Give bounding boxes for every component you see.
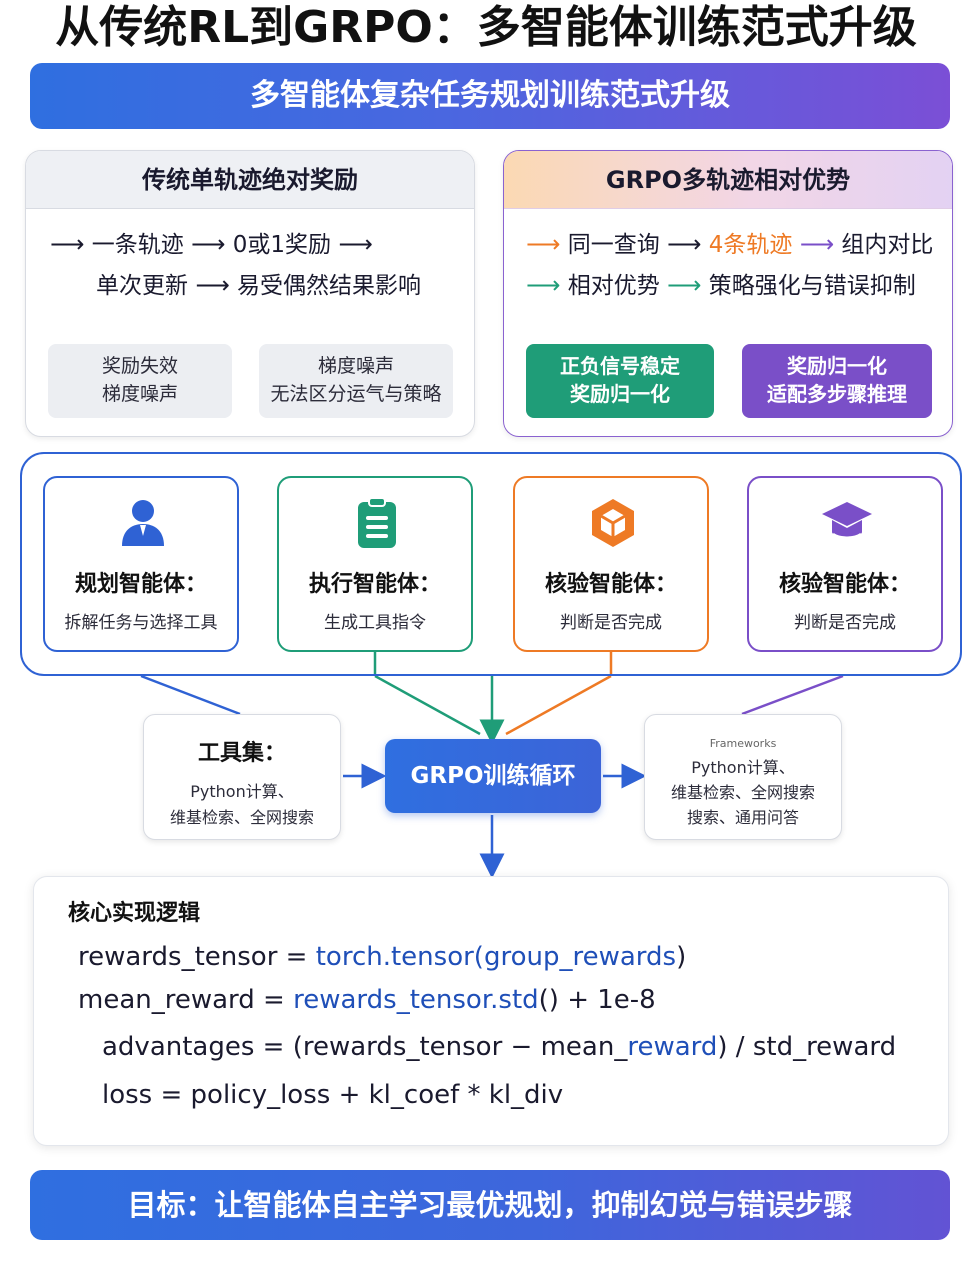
agent-title: 执行智能体： [308, 572, 441, 597]
flow-step: 0或1奖励 [232, 232, 332, 258]
benefit-line: 适配多步骤推理 [767, 382, 907, 406]
frameworks-line: 搜索、通用问答 [686, 808, 799, 827]
flow-step: 相对优势 [567, 273, 660, 299]
tools-title: 工具集： [197, 741, 286, 766]
code-line-1: rewards_tensor = torch.tensor(group_rewa… [78, 940, 686, 974]
frameworks-caption: Frameworks [709, 737, 777, 750]
frameworks-list: Python计算、 维基检索、全网搜索 搜索、通用问答 [645, 755, 841, 830]
code-line-4: loss = policy_loss + kl_coef * kl_div [102, 1080, 564, 1110]
agent-desc: 判断是否完成 [794, 613, 896, 633]
tools-line: 维基检索、全网搜索 [169, 808, 314, 827]
tools-list: Python计算、 维基检索、全网搜索 [144, 779, 340, 831]
frameworks-box: Frameworks Python计算、 维基检索、全网搜索 搜索、通用问答 [644, 714, 842, 840]
user-icon [122, 500, 164, 546]
code-heading: 核心实现逻辑 [68, 901, 201, 926]
grpo-training-loop-box: GRPO训练循环 [385, 739, 601, 813]
page-title: 从传统RL到GRPO：多智能体训练范式升级 [55, 2, 917, 53]
code-text: mean_reward = [78, 985, 294, 1015]
flow-step: 同一查询 [567, 232, 660, 258]
arrow-right-icon: ⟶ [526, 271, 561, 299]
code-text: ) [676, 942, 687, 972]
flow-step: 一条轨迹 [91, 232, 184, 258]
clipboard-icon [358, 497, 396, 548]
flow-step: 策略强化与错误抑制 [708, 273, 916, 299]
issue-box-gradient-noise: 梯度噪声 无法区分运气与策略 [259, 344, 453, 418]
code-text: advantages = (rewards_tensor − mean_ [102, 1032, 628, 1062]
traditional-flow-line-1: ⟶ 一条轨迹 ⟶ 0或1奖励 ⟶ [50, 229, 373, 260]
code-highlight: torch.tensor(group_rewards [315, 942, 677, 972]
traditional-panel: 传统单轨迹绝对奖励 ⟶ 一条轨迹 ⟶ 0或1奖励 ⟶ 单次更新 ⟶ 易受偶然结果… [25, 150, 475, 437]
code-text: () + 1e-8 [538, 985, 656, 1015]
issue-line: 梯度噪声 [101, 383, 178, 405]
grpo-panel: GRPO多轨迹相对优势 ⟶ 同一查询 ⟶ 4条轨迹 ⟶ 组内对比 ⟶ 相对优势 … [503, 150, 953, 437]
arrow-right-icon: ⟶ [338, 230, 373, 258]
hexagon-box-icon [592, 499, 634, 547]
arrow-right-icon: ⟶ [667, 230, 702, 258]
agent-title: 核验智能体： [778, 572, 911, 597]
agents-frame [20, 452, 962, 676]
flow-step: 组内对比 [841, 232, 934, 258]
agent-desc: 判断是否完成 [560, 613, 662, 633]
issue-line: 梯度噪声 [317, 355, 394, 377]
grpo-flow-line-2: ⟶ 相对优势 ⟶ 策略强化与错误抑制 [526, 270, 916, 301]
flow-step: 单次更新 [96, 273, 188, 299]
arrow-right-icon: ⟶ [191, 230, 226, 258]
agent-title: 核验智能体： [544, 572, 677, 597]
code-panel [33, 876, 949, 1146]
traditional-panel-header: 传统单轨迹绝对奖励 [26, 151, 474, 209]
code-highlight: reward [627, 1032, 718, 1062]
code-line-2: mean_reward = rewards_tensor.std() + 1e-… [78, 983, 656, 1017]
traditional-flow-line-2: 单次更新 ⟶ 易受偶然结果影响 [96, 270, 421, 301]
code-text: rewards_tensor = [78, 942, 316, 972]
code-text: ) / std_reward [717, 1032, 897, 1062]
arrow-right-icon: ⟶ [195, 271, 230, 299]
agent-desc: 生成工具指令 [324, 613, 426, 633]
agent-card-verifier-2: 核验智能体： 判断是否完成 [747, 476, 943, 652]
code-highlight: rewards_tensor.std [293, 985, 539, 1015]
flow-step: 易受偶然结果影响 [237, 273, 422, 299]
agent-desc: 拆解任务与选择工具 [64, 613, 218, 633]
flow-step-highlight: 4条轨迹 [708, 232, 793, 258]
frameworks-line: Python计算、 [691, 758, 795, 777]
arrow-right-icon: ⟶ [50, 230, 85, 258]
benefit-line: 奖励归一化 [570, 382, 670, 406]
benefit-line: 正负信号稳定 [560, 354, 680, 378]
top-banner: 多智能体复杂任务规划训练范式升级 [30, 63, 950, 129]
agent-card-verifier: 核验智能体： 判断是否完成 [513, 476, 709, 652]
arrow-right-icon: ⟶ [667, 271, 702, 299]
arrow-right-icon: ⟶ [526, 230, 561, 258]
tools-box: 工具集： Python计算、 维基检索、全网搜索 [143, 714, 341, 840]
issue-box-reward-failure: 奖励失效 梯度噪声 [48, 344, 232, 418]
frameworks-line: 维基检索、全网搜索 [670, 783, 815, 802]
grpo-panel-header: GRPO多轨迹相对优势 [504, 151, 952, 209]
benefit-box-normalization: 奖励归一化 适配多步骤推理 [742, 344, 932, 418]
benefit-box-stable-signal: 正负信号稳定 奖励归一化 [526, 344, 714, 418]
arrow-right-icon: ⟶ [799, 230, 835, 258]
tools-line: Python计算、 [190, 782, 294, 801]
graduation-cap-icon [822, 502, 872, 539]
issue-line: 无法区分运气与策略 [270, 383, 442, 405]
goal-banner: 目标：让智能体自主学习最优规划，抑制幻觉与错误步骤 [30, 1170, 950, 1240]
code-line-3: advantages = (rewards_tensor − mean_rewa… [102, 1030, 896, 1064]
issue-line: 奖励失效 [101, 355, 178, 377]
agent-card-executor: 执行智能体： 生成工具指令 [277, 476, 473, 652]
agent-card-planner: 规划智能体： 拆解任务与选择工具 [43, 476, 239, 652]
grpo-flow-line-1: ⟶ 同一查询 ⟶ 4条轨迹 ⟶ 组内对比 [526, 229, 933, 260]
benefit-line: 奖励归一化 [787, 354, 887, 378]
agent-title: 规划智能体： [74, 572, 207, 597]
